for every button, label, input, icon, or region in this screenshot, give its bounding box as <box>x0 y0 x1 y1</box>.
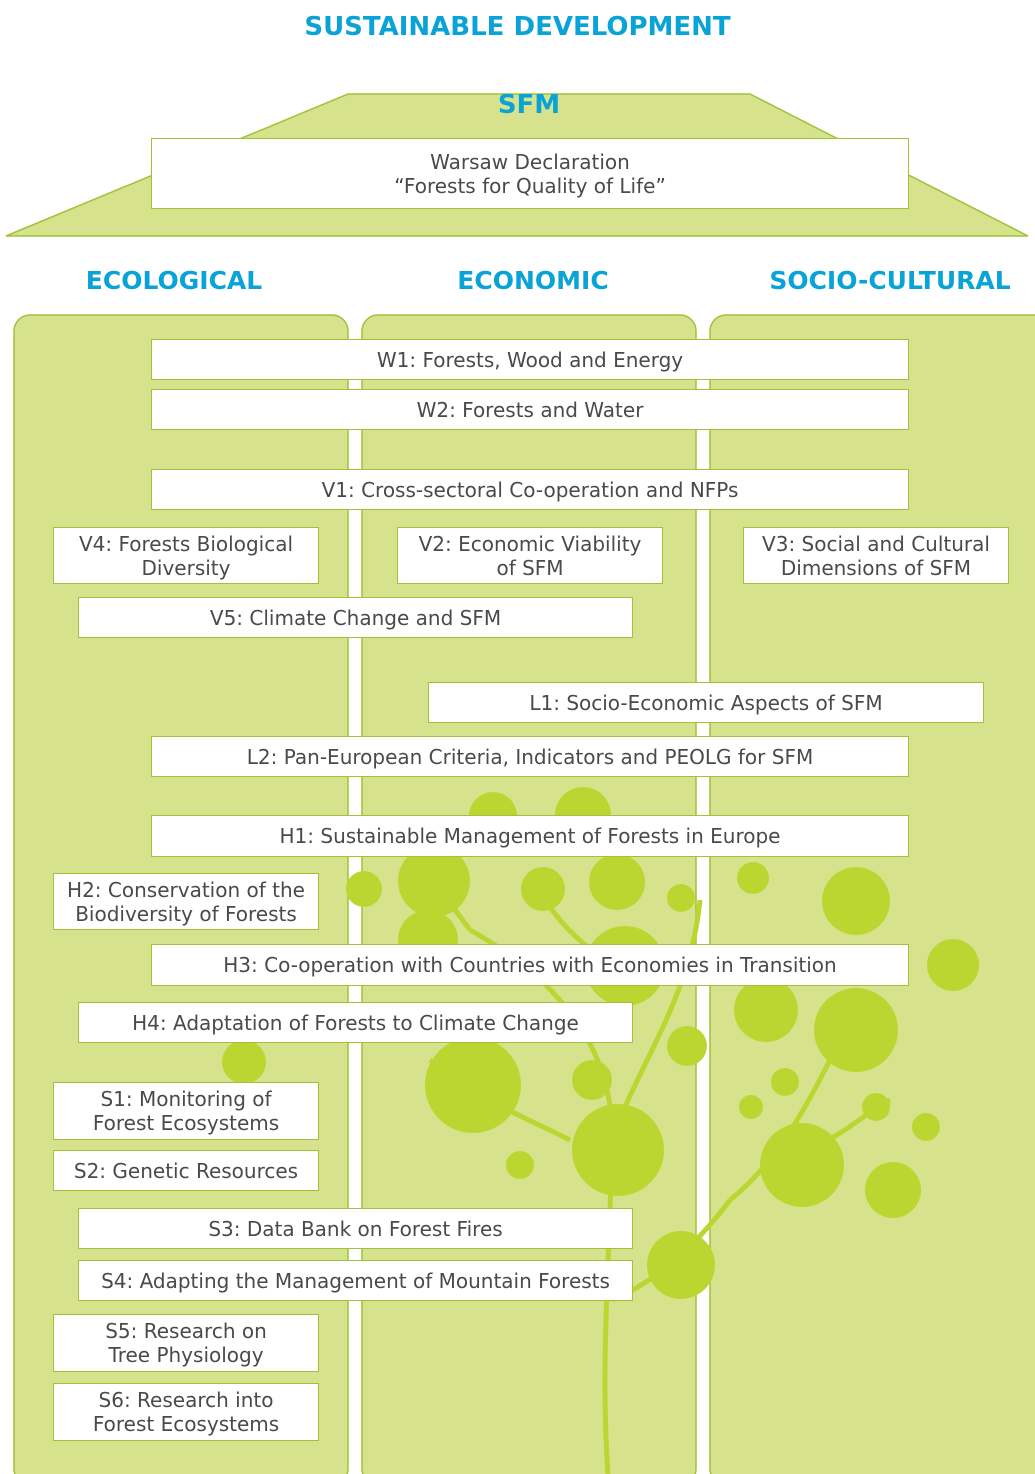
resolution-s2: S2: Genetic Resources <box>53 1150 319 1191</box>
pillar-heading-socio-cultural: SOCIO-CULTURAL <box>769 266 1011 295</box>
resolution-l1: L1: Socio-Economic Aspects of SFM <box>428 682 984 723</box>
pillar-heading-economic: ECONOMIC <box>457 266 609 295</box>
resolution-h1: H1: Sustainable Management of Forests in… <box>151 815 909 857</box>
resolution-v3: V3: Social and Cultural Dimensions of SF… <box>743 527 1009 584</box>
pillar-heading-ecological: ECOLOGICAL <box>85 266 263 295</box>
declaration-box: Warsaw Declaration “Forests for Quality … <box>151 138 909 209</box>
resolution-v5: V5: Climate Change and SFM <box>78 597 633 638</box>
resolution-v1: V1: Cross-sectoral Co-operation and NFPs <box>151 469 909 510</box>
resolution-s3: S3: Data Bank on Forest Fires <box>78 1208 633 1249</box>
resolution-s1: S1: Monitoring of Forest Ecosystems <box>53 1082 319 1140</box>
resolution-v4: V4: Forests Biological Diversity <box>53 527 319 584</box>
resolution-s5: S5: Research on Tree Physiology <box>53 1314 319 1372</box>
resolution-l2: L2: Pan-European Criteria, Indicators an… <box>151 736 909 777</box>
resolution-v2: V2: Economic Viability of SFM <box>397 527 663 584</box>
resolution-s6: S6: Research into Forest Ecosystems <box>53 1383 319 1441</box>
resolution-h2: H2: Conservation of the Biodiversity of … <box>53 873 319 930</box>
roof-label: SFM <box>497 90 561 120</box>
resolution-s4: S4: Adapting the Management of Mountain … <box>78 1260 633 1301</box>
resolution-w2: W2: Forests and Water <box>151 389 909 430</box>
resolution-w1: W1: Forests, Wood and Energy <box>151 339 909 380</box>
resolution-h3: H3: Co-operation with Countries with Eco… <box>151 944 909 986</box>
page-title: SUSTAINABLE DEVELOPMENT <box>304 12 731 42</box>
resolution-h4: H4: Adaptation of Forests to Climate Cha… <box>78 1002 633 1043</box>
